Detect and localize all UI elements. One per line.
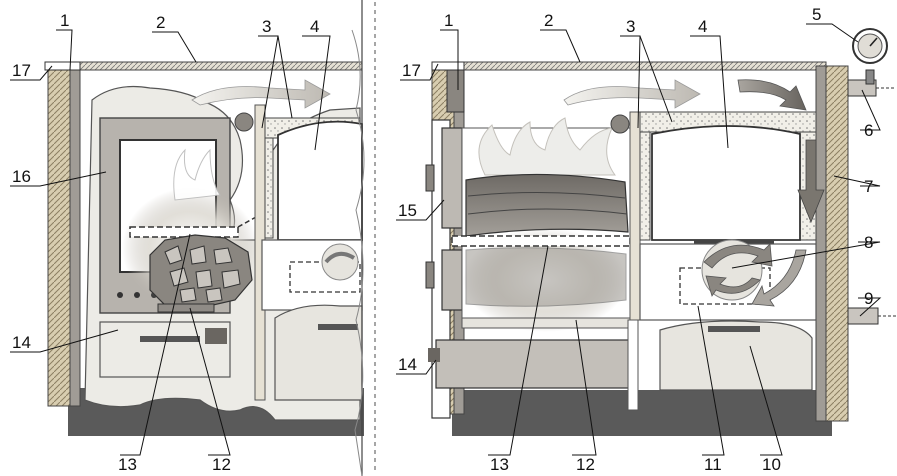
label-right-12: 12 xyxy=(576,455,595,474)
label-right-14: 14 xyxy=(398,355,417,374)
inlet-pipe xyxy=(847,307,879,325)
label-right-8: 8 xyxy=(864,233,873,252)
right-ash-pan xyxy=(435,339,632,389)
right-gas-arrow-3 xyxy=(797,139,825,224)
callout-labels: 1 2 3 4 16 17 14 13 12 1 2 3 4 5 6 7 8 9… xyxy=(12,5,873,474)
label-right-1: 1 xyxy=(444,11,453,30)
label-left-2: 2 xyxy=(156,13,165,32)
left-gas-arrow xyxy=(191,79,331,109)
label-right-7: 7 xyxy=(864,177,873,196)
label-right-9: 9 xyxy=(864,289,873,308)
label-right-2: 2 xyxy=(544,11,553,30)
left-panel xyxy=(44,0,365,476)
right-ground xyxy=(452,390,832,436)
right-gas-arrow-2 xyxy=(737,79,807,111)
label-right-11: 11 xyxy=(704,455,722,474)
label-right-4: 4 xyxy=(698,17,707,36)
right-grate xyxy=(451,235,631,247)
left-outer-wall xyxy=(47,65,71,407)
label-left-16: 16 xyxy=(12,167,31,186)
right-panel xyxy=(425,28,896,436)
left-top-cover xyxy=(79,61,363,71)
label-left-4: 4 xyxy=(310,17,319,36)
label-right-5: 5 xyxy=(812,5,821,24)
label-left-17: 17 xyxy=(12,61,31,80)
label-right-13: 13 xyxy=(490,455,509,474)
right-logs xyxy=(465,173,629,237)
left-grate xyxy=(129,226,239,238)
label-right-3: 3 xyxy=(626,17,635,36)
label-left-3: 3 xyxy=(262,17,271,36)
leader-lines xyxy=(10,23,882,456)
label-left-13: 13 xyxy=(118,455,137,474)
label-right-17: 17 xyxy=(402,61,421,80)
right-damper-block xyxy=(446,69,465,113)
right-gas-arrow-1 xyxy=(563,79,701,109)
label-left-12: 12 xyxy=(212,455,231,474)
label-left-14: 14 xyxy=(12,333,31,352)
label-right-6: 6 xyxy=(864,121,873,140)
label-right-10: 10 xyxy=(762,455,781,474)
right-top-cover xyxy=(463,61,827,71)
label-right-15: 15 xyxy=(398,201,417,220)
label-left-1: 1 xyxy=(60,11,69,30)
right-outer-wall xyxy=(825,65,849,422)
